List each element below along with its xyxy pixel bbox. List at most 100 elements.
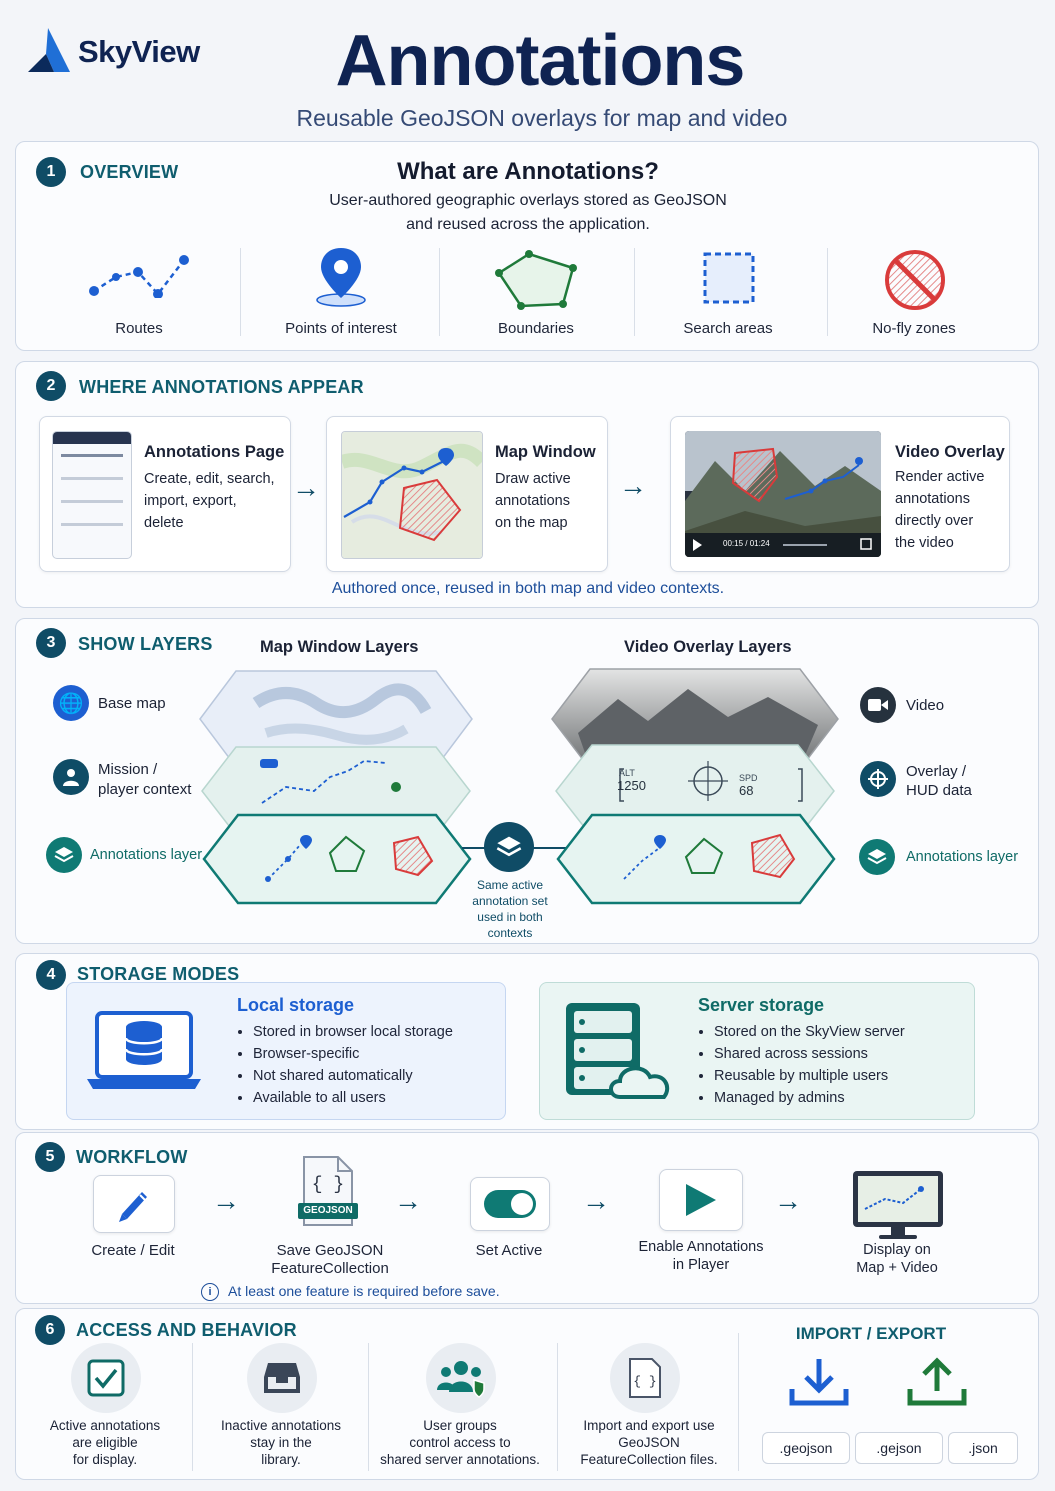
upload-icon[interactable] bbox=[906, 1355, 968, 1409]
monitor-map-icon bbox=[853, 1171, 943, 1239]
play-icon bbox=[686, 1184, 716, 1216]
arrow-right-icon: → bbox=[582, 1185, 610, 1216]
video-overlay-card[interactable]: 00:15 / 01:24 Video Overlay Render activ… bbox=[670, 416, 1010, 572]
workflow-step-label: FeatureCollection bbox=[271, 1260, 389, 1277]
page-title: Annotations bbox=[335, 21, 746, 101]
card-line: on the map bbox=[495, 515, 568, 531]
overview-item-label: Boundaries bbox=[498, 320, 574, 337]
edit-step-button[interactable] bbox=[93, 1175, 175, 1233]
logo: SkyView bbox=[24, 26, 224, 76]
list-item: Stored on the SkyView server bbox=[714, 1021, 905, 1043]
map-window-card[interactable]: Map Window Draw active annotations on th… bbox=[326, 416, 608, 572]
center-note: Same active annotation set used in both … bbox=[450, 877, 570, 941]
arrow-right-icon: → bbox=[212, 1185, 240, 1216]
access-item-text: User groups control access to shared ser… bbox=[374, 1417, 546, 1468]
layer-label: player context bbox=[98, 781, 192, 798]
card-line: Draw active bbox=[495, 471, 571, 487]
file-icon-circle: { } bbox=[610, 1343, 680, 1413]
card-title: Video Overlay bbox=[895, 443, 1005, 461]
storage-title: Server storage bbox=[698, 995, 825, 1015]
mountain-scene-icon bbox=[685, 431, 881, 557]
access-line: FeatureCollection files. bbox=[580, 1452, 718, 1467]
overview-item-boundaries: Boundaries bbox=[461, 242, 611, 342]
users-icon-circle bbox=[426, 1343, 496, 1413]
section-title: OVERVIEW bbox=[80, 162, 179, 182]
access-line: Import and export use bbox=[583, 1418, 715, 1433]
set-active-toggle[interactable] bbox=[470, 1177, 550, 1231]
shared-layers-icon bbox=[484, 822, 534, 872]
map-layer-stack bbox=[199, 670, 473, 905]
card-line: delete bbox=[144, 515, 184, 531]
access-line: library. bbox=[261, 1452, 301, 1467]
overview-item-no-fly: No-fly zones bbox=[839, 242, 989, 342]
layer-label: Overlay / bbox=[906, 763, 967, 780]
layer-label: Video bbox=[906, 697, 945, 714]
storage-title: Local storage bbox=[237, 995, 355, 1015]
note-line: contexts bbox=[487, 926, 533, 940]
access-line: stay in the bbox=[250, 1435, 312, 1450]
card-line: Create, edit, search, bbox=[144, 471, 275, 487]
card-line: import, export, bbox=[144, 493, 237, 509]
arrow-right-icon: → bbox=[774, 1185, 802, 1216]
section-title: ACCESS AND BEHAVIOR bbox=[76, 1320, 297, 1340]
access-line: GeoJSON bbox=[618, 1435, 680, 1450]
card-line: the video bbox=[895, 535, 954, 551]
annotations-page-card[interactable]: Annotations Page Create, edit, search, i… bbox=[39, 416, 291, 572]
checkbox-check-icon bbox=[87, 1359, 125, 1397]
ext-chip-geojson: .geojson bbox=[762, 1432, 850, 1464]
hud-alt-label: ALT bbox=[619, 768, 635, 778]
overview-desc-2: and reused across the application. bbox=[406, 216, 650, 233]
layers-stack-icon bbox=[46, 837, 82, 873]
section-title: WHERE ANNOTATIONS APPEAR bbox=[79, 377, 364, 397]
workflow-step-label: Create / Edit bbox=[91, 1242, 175, 1259]
hud-spd-value: 68 bbox=[739, 783, 754, 798]
toggle-switch-icon bbox=[484, 1190, 536, 1218]
note-line: used in both bbox=[477, 910, 543, 924]
arrow-right-icon: → bbox=[619, 470, 647, 501]
overview-heading: What are Annotations? bbox=[397, 158, 659, 185]
local-storage-list: Stored in browser local storage Browser-… bbox=[237, 1021, 453, 1109]
arrow-right-icon: → bbox=[292, 472, 320, 503]
section-title: WORKFLOW bbox=[76, 1147, 188, 1167]
list-item: Shared across sessions bbox=[714, 1043, 905, 1065]
info-icon: i bbox=[201, 1283, 219, 1301]
section-number: 5 bbox=[35, 1142, 65, 1172]
laptop-database-icon bbox=[87, 1011, 201, 1089]
section-title: SHOW LAYERS bbox=[78, 634, 213, 654]
section-number: 3 bbox=[36, 628, 66, 658]
overview-item-label: Points of interest bbox=[285, 320, 397, 337]
ext-chip-gejson: .gejson bbox=[855, 1432, 943, 1464]
section-number: 2 bbox=[36, 371, 66, 401]
arrow-right-icon: → bbox=[394, 1185, 422, 1216]
json-file-icon: { } bbox=[629, 1358, 661, 1398]
section-title: STORAGE MODES bbox=[77, 964, 240, 984]
inbox-tray-icon bbox=[264, 1363, 300, 1393]
local-storage-card: Local storage Stored in browser local st… bbox=[66, 982, 506, 1120]
access-item-text: Inactive annotations stay in the library… bbox=[206, 1417, 356, 1468]
map-thumbnail-icon bbox=[341, 431, 483, 559]
access-line: are eligible bbox=[72, 1435, 138, 1450]
section-number: 6 bbox=[35, 1315, 65, 1345]
overview-item-routes: Routes bbox=[64, 242, 214, 342]
pencil-icon bbox=[119, 1192, 147, 1222]
layer-label: Mission / bbox=[98, 761, 158, 778]
workflow-step-label: Set Active bbox=[475, 1242, 543, 1259]
svg-text:{ }: { } bbox=[312, 1175, 344, 1195]
card-line: directly over bbox=[895, 513, 974, 529]
route-icon bbox=[89, 255, 189, 298]
layer-label: Annotations layer bbox=[90, 847, 203, 863]
page-subtitle: Reusable GeoJSON overlays for map and vi… bbox=[296, 105, 788, 131]
polygon-icon bbox=[495, 250, 577, 310]
overview-desc-1: User-authored geographic overlays stored… bbox=[329, 192, 727, 209]
download-icon[interactable] bbox=[788, 1355, 850, 1409]
video-camera-icon bbox=[860, 687, 896, 723]
workflow-step-label: Enable Annotations bbox=[638, 1239, 764, 1255]
card-title: Map Window bbox=[495, 443, 596, 461]
access-line: Active annotations bbox=[49, 1418, 161, 1433]
map-layers-title: Map Window Layers bbox=[260, 638, 419, 656]
hud-spd-label: SPD bbox=[739, 773, 758, 783]
enable-player-button[interactable] bbox=[659, 1169, 743, 1231]
layers-stack-icon bbox=[859, 839, 895, 875]
ext-chip-json: .json bbox=[948, 1432, 1018, 1464]
list-item: Reusable by multiple users bbox=[714, 1065, 905, 1087]
